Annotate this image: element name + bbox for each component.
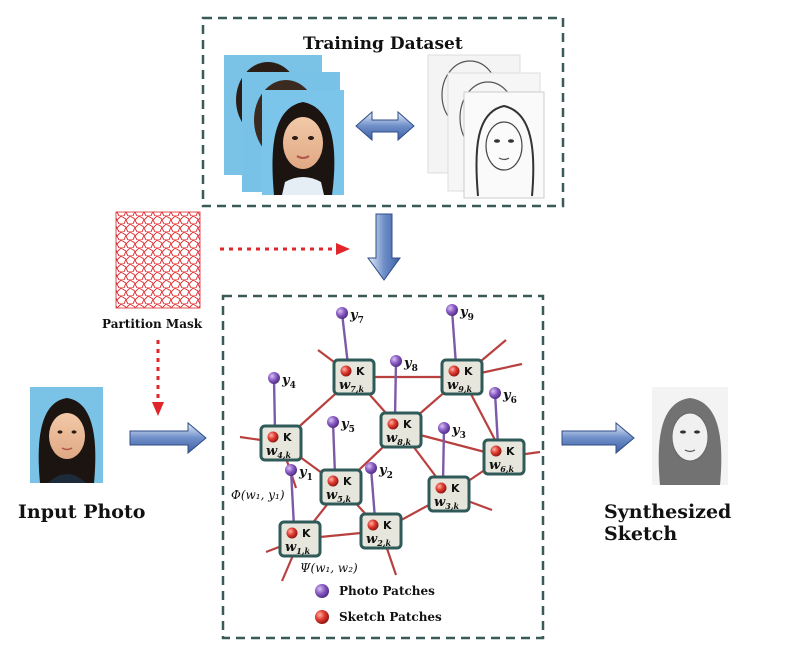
- observation-link-w6: [493, 392, 500, 446]
- sketch-patch-w7: [340, 365, 352, 377]
- graph-node-w6: Kw6,k: [482, 438, 526, 476]
- sketch-patch-w5: [327, 475, 339, 487]
- mask-to-input-arrow: [152, 340, 164, 416]
- graph-node-w4: Kw4,k: [259, 424, 303, 462]
- node-k-label-w2: K: [383, 519, 392, 532]
- sketch-patch-w2: [367, 519, 379, 531]
- observation-link-w4: [272, 377, 277, 432]
- training-dataset-box: [201, 16, 565, 208]
- sketch-patch-w6: [490, 445, 502, 457]
- photo-patch-w4: [268, 372, 280, 384]
- photo-patch-w2: [365, 462, 377, 474]
- node-k-label-w1: K: [302, 527, 311, 540]
- model-to-output-arrow: [561, 421, 635, 455]
- observation-label-w1: y1: [298, 465, 313, 483]
- node-k-label-w3: K: [451, 482, 460, 495]
- observation-label-w6: y6: [502, 388, 517, 406]
- observation-link-w8: [393, 360, 398, 419]
- observation-link-w7: [340, 312, 350, 366]
- synthesized-sketch-label: Synthesized Sketch: [604, 501, 732, 545]
- sketch-patch-w1: [286, 527, 298, 539]
- graph-node-w9: Kw9,k: [440, 358, 484, 396]
- observation-link-w3: [441, 427, 446, 483]
- graph-node-w1: Kw1,k: [278, 520, 322, 558]
- synthesized-sketch: [652, 387, 728, 485]
- observation-label-w3: y3: [451, 423, 466, 441]
- observation-label-w4: y4: [281, 373, 296, 391]
- photo-patch-w3: [438, 422, 450, 434]
- legend-sketch-patches: Sketch Patches: [339, 610, 442, 624]
- graph-node-w5: Kw5,k: [319, 468, 363, 506]
- legend-photo-patches: Photo Patches: [339, 584, 435, 598]
- observation-link-w9: [450, 309, 458, 366]
- node-k-label-w7: K: [356, 365, 365, 378]
- photo-patch-w1: [285, 464, 297, 476]
- graph-observations: y1 y2 y3 y4 y5 y6 y7 y8 y9: [268, 304, 517, 528]
- observation-link-w5: [331, 421, 337, 476]
- graph-node-w2: Kw2,k: [359, 512, 403, 550]
- input-to-model-arrow: [129, 421, 207, 455]
- observation-link-w2: [369, 467, 377, 520]
- partition-mask-label: Partition Mask: [102, 317, 203, 331]
- node-k-label-w8: K: [403, 418, 412, 431]
- training-dataset-title: Training Dataset: [303, 34, 463, 54]
- photo-patch-w7: [336, 307, 348, 319]
- node-k-label-w9: K: [464, 365, 473, 378]
- input-photo: [30, 387, 103, 483]
- graph-node-w3: Kw3,k: [427, 475, 471, 513]
- sketch-patch-w9: [448, 365, 460, 377]
- dataset-to-model-arrow: [367, 213, 401, 281]
- sketch-patch-w3: [435, 482, 447, 494]
- bidirectional-arrow: [355, 110, 415, 142]
- observation-label-w5: y5: [340, 417, 355, 435]
- observation-label-w2: y2: [378, 463, 393, 481]
- photo-patch-w8: [390, 355, 402, 367]
- observation-label-w9: y9: [459, 305, 474, 323]
- observation-link-w1: [289, 469, 296, 528]
- sketch-patch-w4: [267, 431, 279, 443]
- node-k-label-w4: K: [283, 431, 292, 444]
- training-photo-stack: [224, 55, 344, 195]
- photo-patch-w6: [489, 387, 501, 399]
- legend-photo-patch-marker: [315, 584, 329, 598]
- graph-node-w8: Kw8,k: [379, 411, 423, 449]
- photo-patch-w9: [446, 304, 458, 316]
- node-k-label-w6: K: [506, 445, 515, 458]
- observation-label-w7: y7: [349, 308, 364, 326]
- mask-to-model-arrow: [220, 243, 350, 255]
- graph-node-w7: Kw7,k: [332, 358, 376, 396]
- legend-sketch-patch-marker: [315, 610, 329, 624]
- partition-mask-image: [115, 211, 201, 309]
- input-photo-label: Input Photo: [18, 501, 146, 523]
- training-sketch-stack: [427, 54, 545, 199]
- sketch-patch-w8: [387, 418, 399, 430]
- psi-potential-label: Ψ(w₁, w₂): [300, 561, 358, 575]
- photo-patch-w5: [327, 416, 339, 428]
- observation-label-w8: y8: [403, 356, 418, 374]
- node-k-label-w5: K: [343, 475, 352, 488]
- phi-potential-label: Φ(w₁, y₁): [231, 488, 285, 502]
